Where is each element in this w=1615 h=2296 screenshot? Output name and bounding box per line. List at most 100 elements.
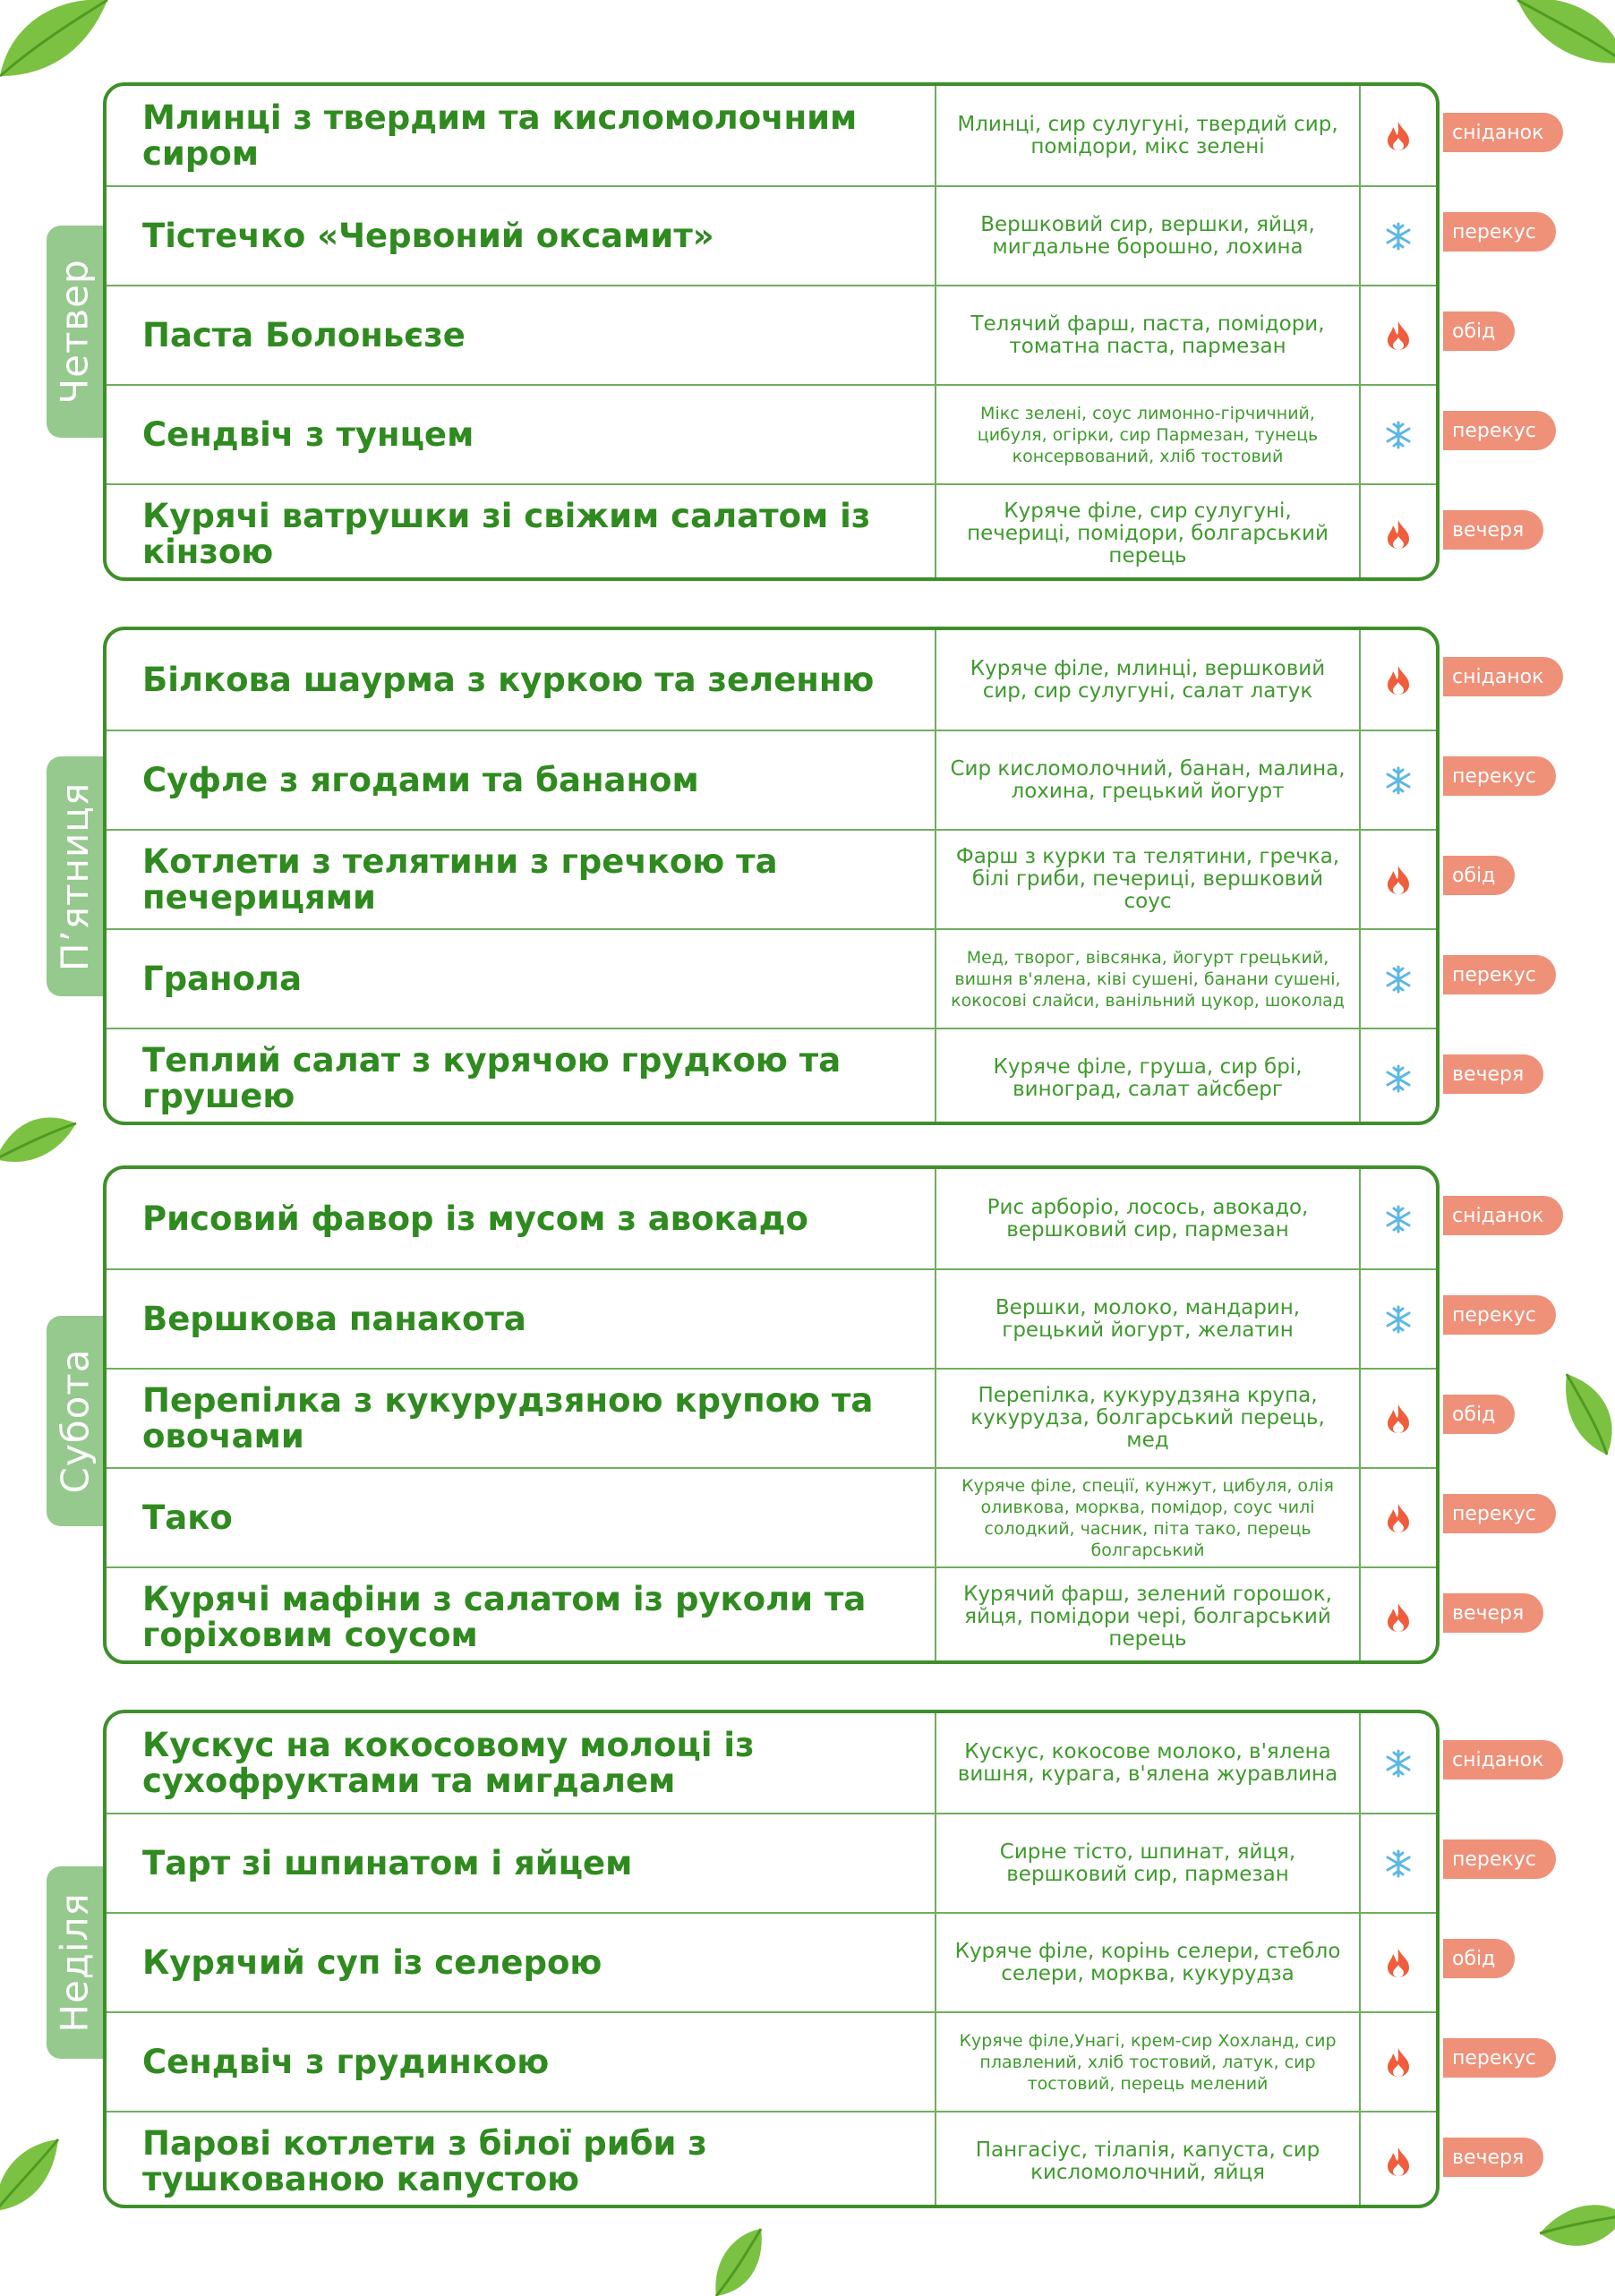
meal-ingredients: Куряче філе, груша, сир брі, виноград, с… xyxy=(935,1029,1361,1122)
meal-ingredients: Млинці, сир сулугуні, твердий сир, помід… xyxy=(935,86,1361,185)
snowflake-icon xyxy=(1361,1169,1436,1268)
meal-type-tag: перекус xyxy=(1443,955,1556,994)
meal-row: Котлети з телятини з гречкою та печериця… xyxy=(107,829,1436,928)
leaf-decoration-top-left xyxy=(0,0,108,78)
meal-type-tag: перекус xyxy=(1443,1494,1556,1533)
meal-ingredients: Мікс зелені, соус лимонно-гірчичний, циб… xyxy=(935,386,1361,483)
day-label: П’ятниця xyxy=(53,781,97,971)
meal-type-tag: сніданок xyxy=(1443,1196,1564,1235)
meal-name: Гранола xyxy=(142,959,303,998)
meal-ingredients: Сир кисломолочний, банан, малина, лохина… xyxy=(935,731,1361,829)
meal-name: Паста Болоньєзе xyxy=(142,315,466,354)
day-label-tab: Четвер xyxy=(47,226,103,438)
fire-icon xyxy=(1361,86,1436,185)
meal-type-tag: вечеря xyxy=(1443,1593,1544,1633)
meal-ingredients: Рис арборіо, лосось, авокадо, вершковий … xyxy=(935,1169,1361,1268)
meal-name: Тарт зі шпинатом і яйцем xyxy=(142,1843,633,1882)
meal-type-tag: перекус xyxy=(1443,212,1556,252)
snowflake-icon xyxy=(1361,187,1436,285)
meal-ingredients: Куряче філе, спеції, кунжут, цибуля, олі… xyxy=(935,1469,1361,1566)
snowflake-icon xyxy=(1361,1029,1436,1122)
meal-row: Гранола Мед, творог, вівсянка, йогурт гре… xyxy=(107,928,1436,1028)
fire-icon xyxy=(1361,286,1436,384)
meal-name: Перепілка з кукурудзяною крупою та овоча… xyxy=(142,1380,874,1455)
day-label: Неділя xyxy=(53,1892,97,2033)
day-label-tab: П’ятниця xyxy=(47,756,103,996)
meal-row: Теплий салат з курячою грудкою та грушею… xyxy=(107,1028,1436,1122)
day-label-tab: Неділя xyxy=(47,1866,103,2059)
meal-name: Кускус на кокосовому молоці із сухофрукт… xyxy=(142,1725,755,1800)
meal-ingredients: Сирне тісто, шпинат, яйця, вершковий сир… xyxy=(935,1814,1361,1912)
fire-icon xyxy=(1361,1914,1436,2011)
snowflake-icon xyxy=(1361,386,1436,483)
meal-row: Тістечко «Червоний оксамит» Вершковий сир… xyxy=(107,185,1436,285)
meal-ingredients: Фарш з курки та телятини, гречка, білі г… xyxy=(935,831,1361,928)
meal-type-tag: обід xyxy=(1443,856,1516,895)
leaf-decoration-left-middle xyxy=(0,1117,77,1163)
meal-type-tag: вечеря xyxy=(1443,1054,1544,1094)
meal-row: Курячі мафіни з салатом із руколи та гор… xyxy=(107,1566,1436,1660)
meal-name: Суфле з ягодами та бананом xyxy=(142,760,699,799)
meal-ingredients: Мед, творог, вівсянка, йогурт грецький, … xyxy=(935,930,1361,1028)
meal-ingredients: Кускус, кокосове молоко, в'ялена вишня, … xyxy=(935,1713,1361,1813)
snowflake-icon xyxy=(1361,1270,1436,1368)
day-label-tab: Субота xyxy=(47,1316,103,1526)
leaf-decoration-bottom-left xyxy=(0,2138,60,2211)
meal-row: Сендвіч з тунцем Мікс зелені, соус лимонн… xyxy=(107,384,1436,483)
leaf-decoration-bottom-center xyxy=(714,2228,763,2296)
day-label: Субота xyxy=(53,1348,98,1494)
meal-type-tag: сніданок xyxy=(1443,657,1564,696)
meal-ingredients: Курячий фарш, зелений горошок, яйця, пом… xyxy=(935,1568,1361,1660)
meal-type-tag: перекус xyxy=(1443,756,1556,796)
meal-type-tag: перекус xyxy=(1443,2038,1556,2078)
snowflake-icon xyxy=(1361,731,1436,829)
meal-name: Сендвіч з грудинкою xyxy=(142,2042,550,2081)
snowflake-icon xyxy=(1361,930,1436,1028)
meal-name: Рисовий фавор із мусом з авокадо xyxy=(142,1199,808,1238)
meal-name: Котлети з телятини з гречкою та печериця… xyxy=(142,841,778,917)
meal-table: Кускус на кокосовому молоці із сухофрукт… xyxy=(103,1710,1440,2208)
meal-type-tag: вечеря xyxy=(1443,2138,1544,2177)
meal-type-tag: сніданок xyxy=(1443,1740,1564,1780)
meal-name: Білкова шаурма з куркою та зеленню xyxy=(142,660,875,699)
snowflake-icon xyxy=(1361,1814,1436,1912)
meal-name: Тістечко «Червоний оксамит» xyxy=(142,216,714,255)
meal-row: Курячі ватрушки зі свіжим салатом із кін… xyxy=(107,483,1436,577)
fire-icon xyxy=(1361,1370,1436,1467)
snowflake-icon xyxy=(1361,1713,1436,1813)
meal-type-tag: перекус xyxy=(1443,1839,1556,1879)
fire-icon xyxy=(1361,2112,1436,2205)
meal-row: Тако Куряче філе, спеції, кунжут, цибуля,… xyxy=(107,1467,1436,1566)
meal-row: Сендвіч з грудинкою Куряче філе,Унагі, кр… xyxy=(107,2011,1436,2111)
day-block: Неділя Кускус на кокосовому молоці із сух… xyxy=(47,1710,1440,2208)
fire-icon xyxy=(1361,1568,1436,1660)
fire-icon xyxy=(1361,831,1436,928)
meal-row: Суфле з ягодами та бананом Сир кисломолоч… xyxy=(107,730,1436,829)
meal-name: Парові котлети з білої риби з тушкованою… xyxy=(142,2123,707,2198)
meal-name: Тако xyxy=(142,1498,233,1537)
meal-ingredients: Куряче філе,Унагі, крем-сир Хохланд, сир… xyxy=(935,2013,1361,2111)
meal-ingredients: Куряче філе, корінь селери, стебло селер… xyxy=(935,1914,1361,2011)
meal-row: Паста Болоньєзе Телячий фарш, паста, помі… xyxy=(107,285,1436,384)
meal-type-tag: перекус xyxy=(1443,1295,1556,1335)
meal-row: Тарт зі шпинатом і яйцем Сирне тісто, шпи… xyxy=(107,1813,1436,1912)
meal-row: Рисовий фавор із мусом з авокадо Рис арбо… xyxy=(107,1169,1436,1268)
meal-ingredients: Телячий фарш, паста, помідори, томатна п… xyxy=(935,286,1361,384)
meal-ingredients: Куряче філе, млинці, вершковий сир, сир … xyxy=(935,630,1361,730)
meal-ingredients: Вершковий сир, вершки, яйця, мигдальне б… xyxy=(935,187,1361,285)
day-label: Четвер xyxy=(53,259,98,405)
meal-name: Курячі ватрушки зі свіжим салатом із кін… xyxy=(142,496,871,571)
meal-row: Перепілка з кукурудзяною крупою та овоча… xyxy=(107,1368,1436,1467)
meal-type-tag: перекус xyxy=(1443,411,1556,450)
meal-row: Парові котлети з білої риби з тушкованою… xyxy=(107,2111,1436,2205)
meal-ingredients: Куряче філе, сир сулугуні, печериці, пом… xyxy=(935,485,1361,577)
leaf-decoration-top-right xyxy=(1517,0,1615,64)
leaf-decoration-right-middle xyxy=(1565,1373,1612,1455)
meal-name: Сендвіч з тунцем xyxy=(142,414,474,454)
meal-row: Кускус на кокосовому молоці із сухофрукт… xyxy=(107,1713,1436,1813)
